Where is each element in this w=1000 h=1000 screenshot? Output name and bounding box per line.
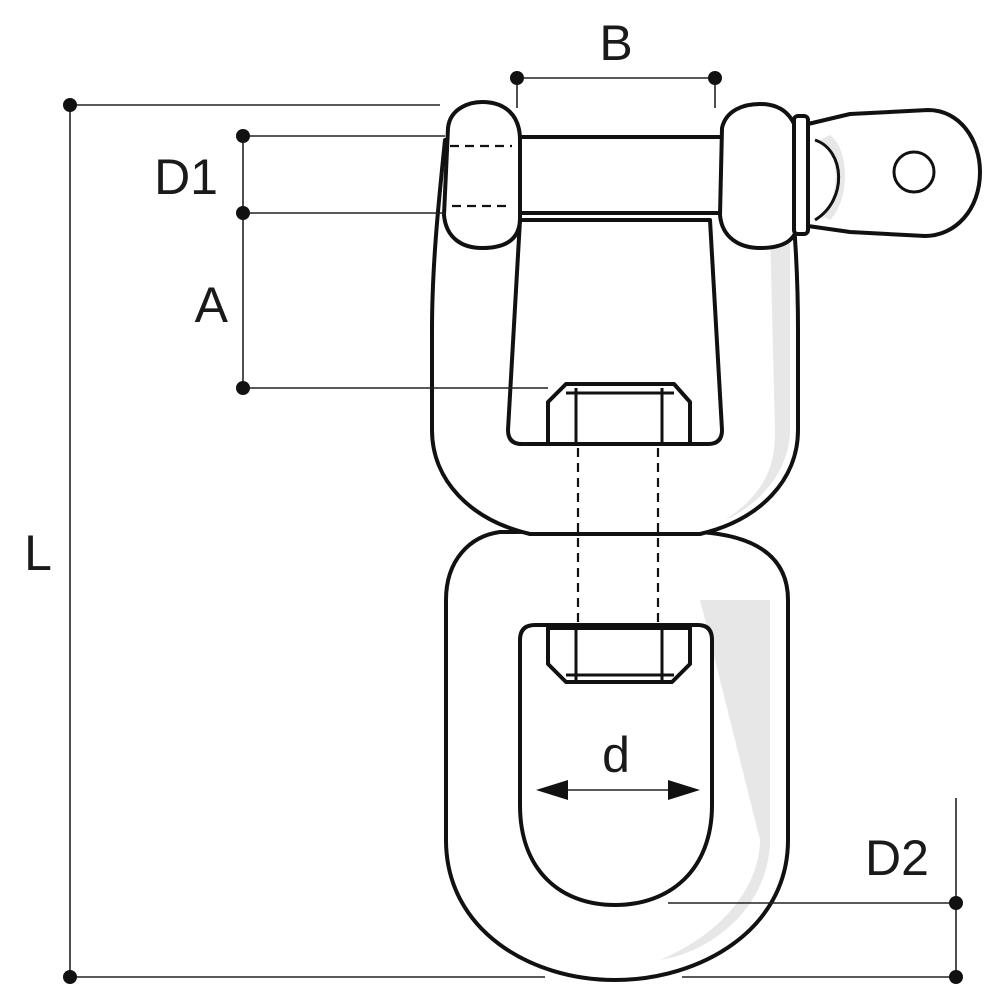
dimension-L: L <box>24 98 545 984</box>
swivel-nut-top <box>546 382 692 446</box>
swivel-eye <box>444 528 790 982</box>
dimension-label-B: B <box>599 15 632 71</box>
dimension-label-A: A <box>195 277 229 333</box>
dimension-label-L: L <box>24 525 52 581</box>
dimension-d: d <box>536 727 700 800</box>
dimension-label-D1: D1 <box>154 149 218 205</box>
dimension-D1-A: D1 A <box>154 129 548 395</box>
swivel-nut-bottom <box>546 626 692 684</box>
shackle-pin <box>442 100 982 250</box>
dimension-D2: D2 <box>668 798 963 984</box>
dimension-B: B <box>510 15 722 108</box>
dimension-label-D2: D2 <box>865 830 929 886</box>
dimension-label-d: d <box>602 727 630 783</box>
